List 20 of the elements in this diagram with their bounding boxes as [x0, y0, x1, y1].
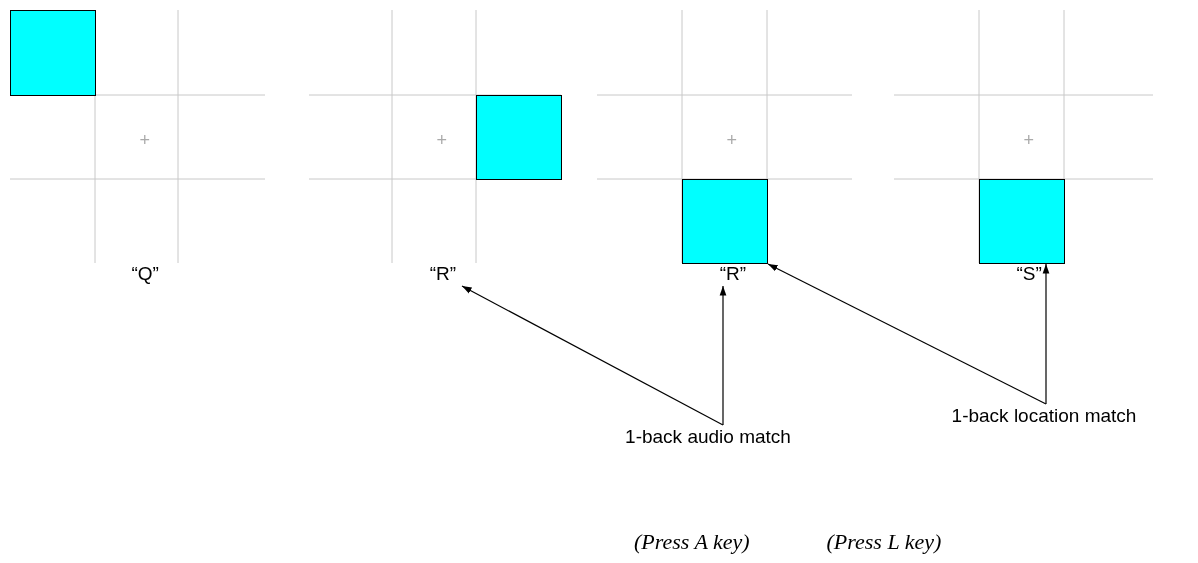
- stimulus-square: [10, 10, 96, 96]
- stimulus-square: [476, 95, 562, 180]
- letter-stimulus: “S”: [1016, 261, 1042, 285]
- key-hint: (Press L key): [826, 529, 942, 555]
- fixation-cross: +: [436, 131, 447, 149]
- fixation-cross: +: [1023, 131, 1034, 149]
- match-caption: 1-back audio match: [585, 425, 831, 451]
- letter-stimulus: “R”: [424, 262, 462, 286]
- arrow: [719, 285, 727, 426]
- arrow: [767, 263, 1047, 405]
- key-hint: (Press A key): [634, 529, 750, 555]
- stimulus-square: [682, 179, 768, 264]
- letter-stimulus: “Q”: [131, 261, 159, 285]
- fixation-cross: +: [139, 131, 150, 149]
- arrow: [461, 285, 724, 426]
- fixation-cross: +: [726, 131, 737, 149]
- letter-stimulus: “R”: [714, 262, 752, 286]
- match-caption: 1-back location match: [908, 404, 1180, 430]
- arrow: [1042, 263, 1050, 405]
- stimulus-square: [979, 179, 1065, 264]
